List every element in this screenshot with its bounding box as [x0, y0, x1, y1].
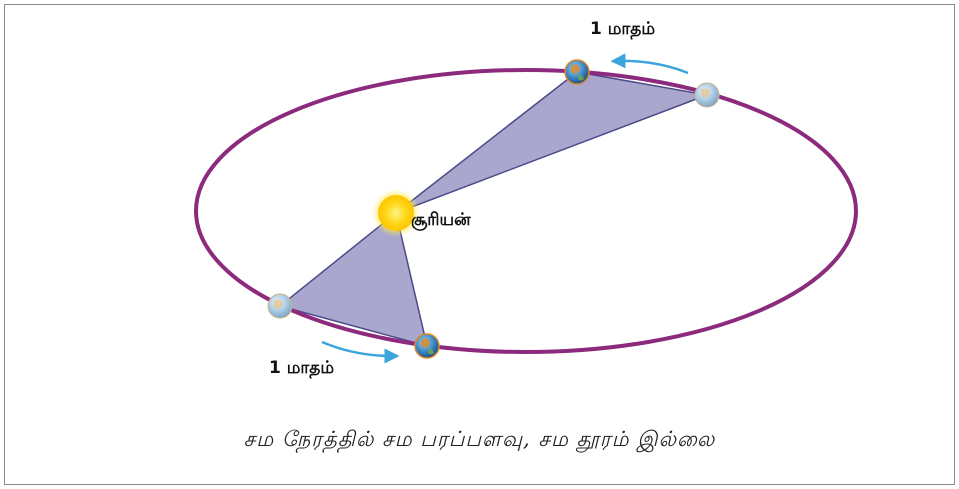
earth-globe-icon	[694, 82, 720, 108]
earth-globe-icon	[267, 293, 293, 319]
figure-frame	[4, 4, 955, 485]
month-label-top: 1 மாதம்	[590, 19, 656, 39]
swept-area-top	[395, 71, 710, 214]
earth-globe-icon	[564, 59, 590, 85]
month-label-bottom: 1 மாதம்	[269, 358, 335, 378]
figure-caption: சம நேரத்தில் சம பரப்பளவு, சம தூரம் இல்லை	[243, 427, 716, 451]
arrow-left-icon	[610, 53, 689, 75]
sun-icon	[372, 189, 420, 237]
swept-area-bottom	[278, 211, 429, 348]
earth-globe-icon	[414, 333, 440, 359]
sun-label: சூரியன்	[411, 210, 471, 230]
arrow-right-icon	[321, 340, 400, 364]
orbit-path	[194, 68, 858, 354]
